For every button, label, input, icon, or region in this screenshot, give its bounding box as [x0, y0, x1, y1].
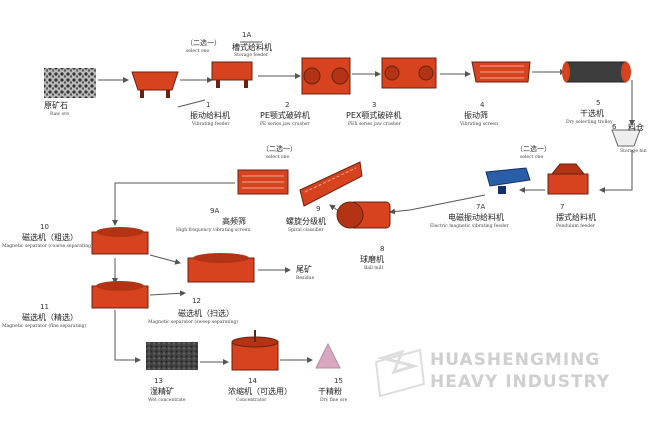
em-vibrating-feeder-machine: [485, 167, 531, 194]
node-11-number: 11: [40, 303, 49, 311]
node-4-name: 振动筛: [464, 111, 488, 120]
raw-ore-en: Raw ore: [50, 112, 69, 117]
node-10-number: 10: [40, 223, 49, 231]
node-6-name: 料仓: [628, 123, 644, 132]
node-2-name: PE颚式破碎机: [260, 111, 310, 120]
thickener-machine: [231, 330, 279, 371]
node-9-name: 螺旋分级机: [286, 217, 326, 226]
vibrating-screen-machine: [471, 61, 531, 83]
pe-jaw-crusher-machine: [301, 57, 351, 95]
node-9a-en: High frequency vibrating screen: [176, 228, 251, 233]
node-5-name: 干选机: [580, 109, 604, 118]
node-3-name: PEX颚式破碎机: [346, 111, 402, 120]
node-4-number: 4: [480, 101, 485, 109]
node-13-number: 13: [154, 377, 163, 385]
node-6-en: Storage bin: [620, 149, 647, 154]
node-12-en: Magnetic separator (sweep separating): [148, 320, 239, 325]
node-8-name: 球磨机: [360, 255, 384, 264]
magnetic-separator-coarse-machine: [91, 227, 149, 255]
node-8-en: Ball mill: [364, 266, 383, 271]
storage-feeder-machine: [211, 61, 253, 88]
node-2-en: PE series jaw crusher: [260, 122, 310, 127]
raw-ore-name: 原矿石: [44, 101, 68, 110]
node-10-name: 磁选机（粗选）: [22, 233, 78, 242]
watermark-line-2: HEAVY INDUSTRY: [430, 372, 611, 392]
node-1a-number: 1A: [242, 31, 252, 39]
node-7a-name: 电磁振动给料机: [448, 213, 504, 222]
ball-mill-machine: [336, 201, 391, 229]
node-9-en: Spiral classifier: [288, 228, 324, 233]
node-9a-number: 9A: [210, 207, 220, 215]
node-1-en: Vibrating feeder: [192, 122, 230, 127]
node-13-en: Wet concentrate: [148, 398, 186, 403]
node-4-en: Vibrating screen: [460, 122, 498, 127]
watermark-logo: [374, 348, 426, 398]
spiral-classifier-machine: [299, 161, 363, 207]
high-frequency-screen-machine: [237, 169, 289, 195]
select-one-label-3: （二选一）: [516, 145, 551, 153]
select-one-label-1: （二选一）: [186, 39, 221, 47]
tailings-name: 尾矿: [296, 265, 312, 274]
node-11-name: 磁选机（精选）: [22, 313, 78, 322]
node-3-number: 3: [372, 101, 377, 109]
pex-jaw-crusher-machine: [381, 57, 437, 89]
node-14-name: 浓缩机（可选用）: [228, 387, 292, 396]
node-13-name: 湿精矿: [150, 387, 174, 396]
node-15-name: 干精粉: [318, 387, 342, 396]
node-12-name: 磁选机（扫选）: [178, 309, 234, 318]
flow-lines: [98, 41, 635, 365]
magnetic-separator-sweep-machine: [187, 253, 255, 283]
node-15-en: Dry fine ore: [320, 398, 348, 403]
dry-separator-machine: [562, 61, 631, 83]
node-5-en: Dry selecting trolley: [566, 120, 613, 125]
node-1-number: 1: [206, 101, 211, 109]
raw-ore-image: [44, 68, 96, 98]
select-one-label-2: （二选一）: [262, 145, 297, 153]
node-11-en: Magnetic separator (fine separating): [2, 324, 87, 329]
node-7-en: Pendulum feeder: [556, 224, 595, 229]
node-12-number: 12: [192, 297, 201, 305]
node-7-number: 7: [560, 203, 565, 211]
storage-bin-machine: [611, 129, 641, 147]
node-9-number: 9: [316, 205, 321, 213]
select-one-en-2: select one: [266, 155, 290, 160]
node-10-en: Magnetic separator (coarse separating): [2, 244, 93, 249]
node-7-name: 摆式给料机: [556, 213, 596, 222]
node-9a-name: 高频筛: [222, 217, 246, 226]
magnetic-separator-fine-machine: [91, 281, 149, 309]
pendulum-feeder-machine: [547, 163, 589, 195]
select-one-en-1: select one: [186, 49, 210, 54]
node-1-name: 振动给料机: [190, 111, 230, 120]
node-6-number: 6: [612, 123, 617, 131]
node-1a-name: 槽式给料机: [232, 43, 272, 52]
vibrating-feeder-machine: [131, 71, 179, 98]
node-3-en: PEX series jaw crusher: [348, 122, 401, 127]
node-5-number: 5: [596, 99, 601, 107]
node-14-en: Concentrator: [236, 398, 267, 403]
wet-concentrate-image: [146, 342, 198, 370]
node-8-number: 8: [380, 245, 385, 253]
watermark-line-1: HUASHENGMING: [430, 350, 601, 370]
dry-powder-image: [315, 342, 341, 369]
node-7a-en: Electric magnetic vibrating feeder: [430, 224, 509, 229]
node-15-number: 15: [334, 377, 343, 385]
node-7a-number: 7A: [476, 203, 486, 211]
node-1a-en: Storage feeder: [234, 53, 269, 58]
node-14-number: 14: [248, 377, 257, 385]
tailings-en: Residue: [296, 276, 315, 281]
node-2-number: 2: [285, 101, 290, 109]
select-one-en-3: select one: [520, 155, 544, 160]
